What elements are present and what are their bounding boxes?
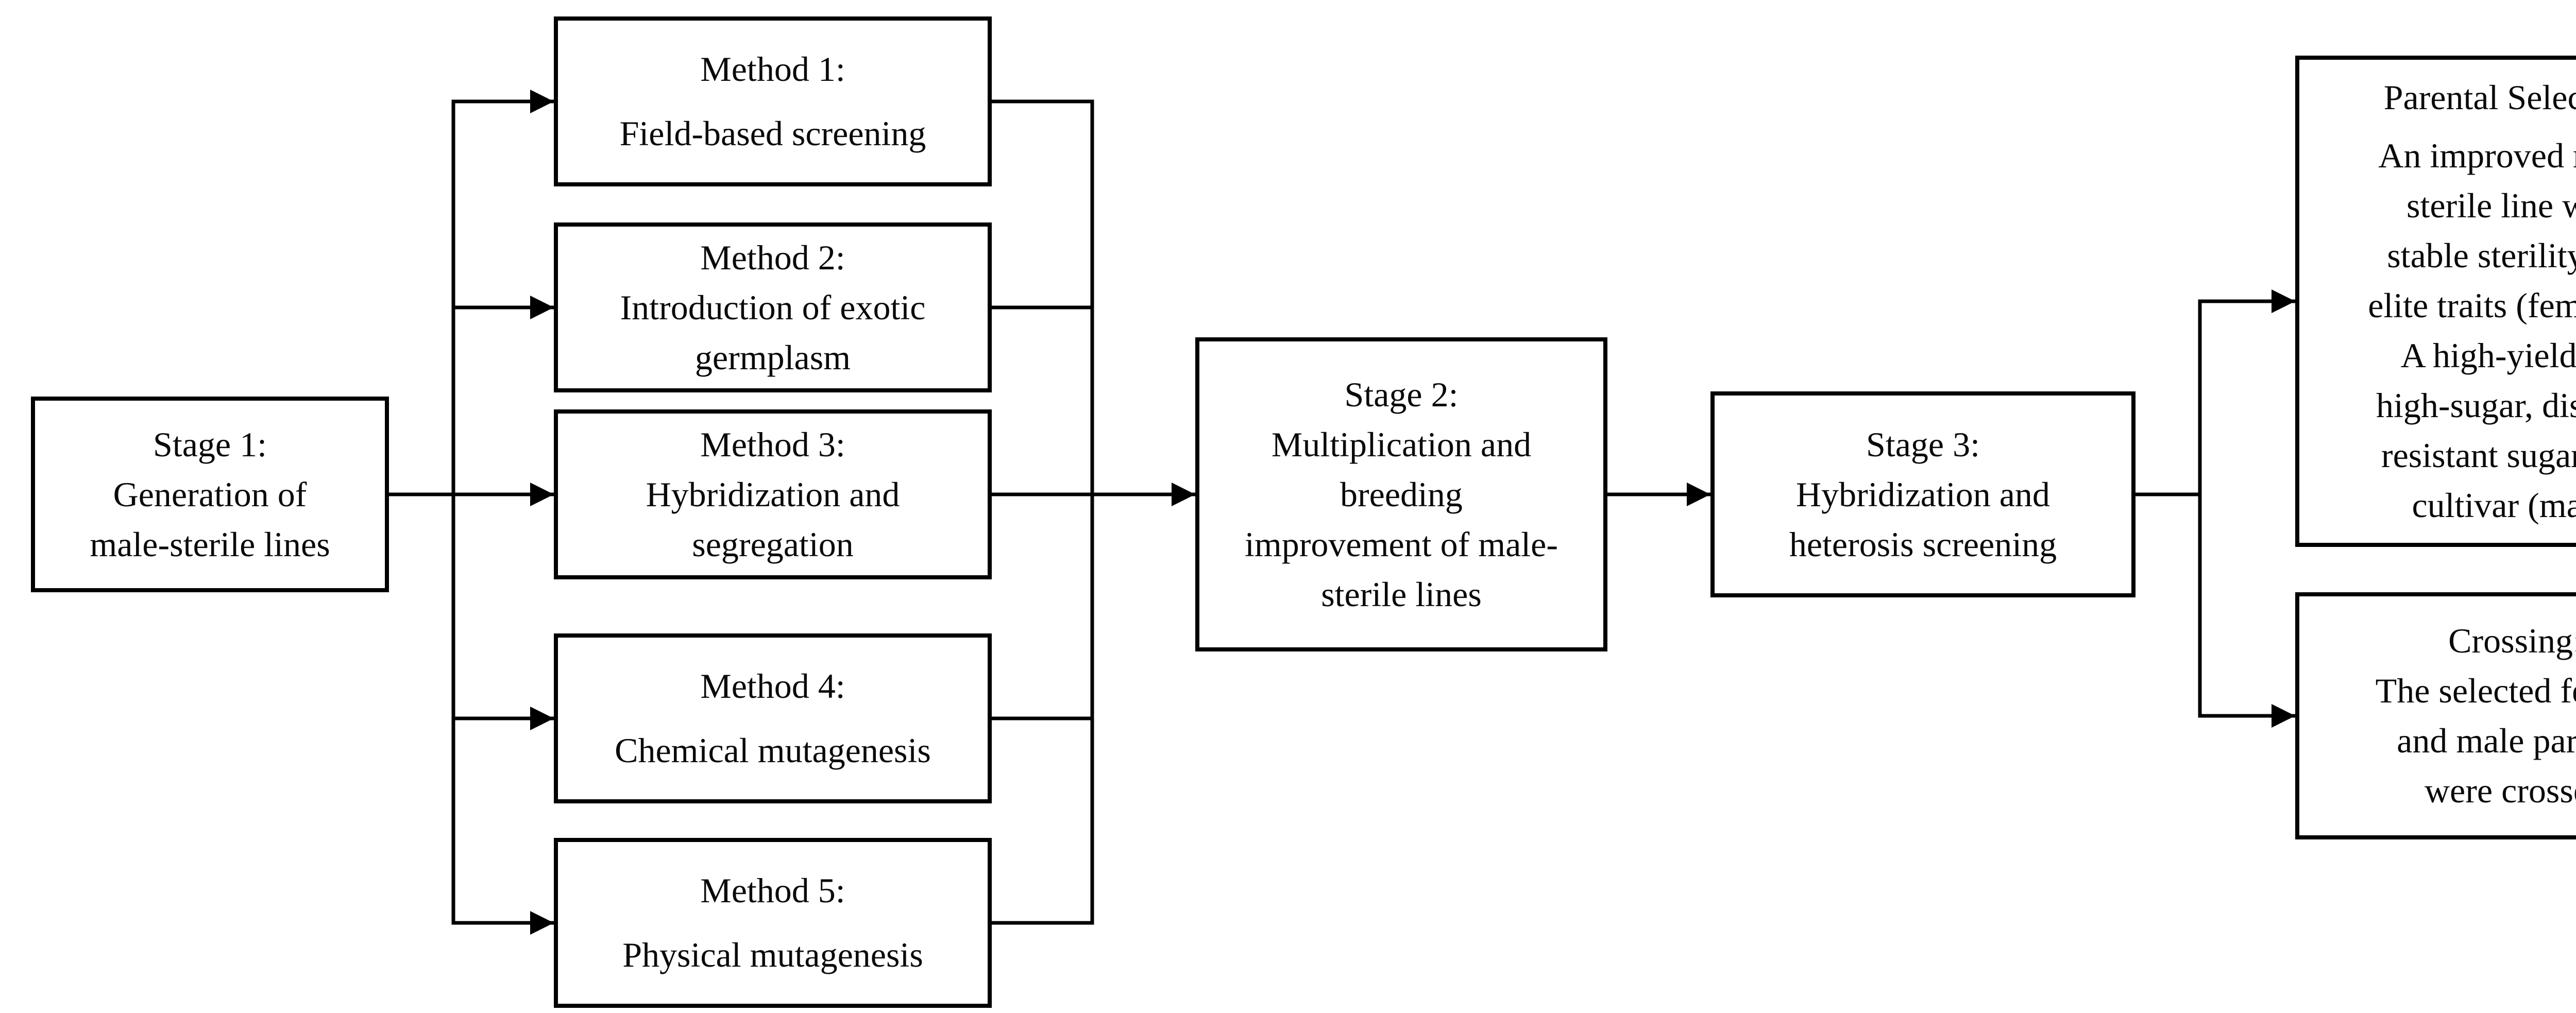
method-5-label: Method 5: Physical mutagenesis bbox=[622, 871, 923, 974]
method-1-box: Method 1: Field-based screening bbox=[554, 16, 992, 186]
stage2-label: Stage 2: Multiplication and breeding imp… bbox=[1244, 374, 1558, 614]
crossing-box: Crossing: The selected female and male p… bbox=[2295, 592, 2576, 839]
stage3-box: Stage 3: Hybridization and heterosis scr… bbox=[1710, 391, 2136, 597]
parental-selection-body: An improved male- sterile line with stab… bbox=[2368, 135, 2576, 525]
method-1-label: Method 1: Field-based screening bbox=[619, 49, 926, 153]
method-4-label: Method 4: Chemical mutagenesis bbox=[615, 666, 931, 770]
stage3-label: Stage 3: Hybridization and heterosis scr… bbox=[1789, 424, 2057, 564]
parental-selection-heading: Parental Selection: bbox=[2383, 77, 2576, 117]
method-4-box: Method 4: Chemical mutagenesis bbox=[554, 633, 992, 803]
parental-selection-box: Parental Selection: An improved male- st… bbox=[2295, 56, 2576, 547]
method-2-box: Method 2: Introduction of exotic germpla… bbox=[554, 222, 992, 392]
method-5-box: Method 5: Physical mutagenesis bbox=[554, 838, 992, 1008]
crossing-label: Crossing: The selected female and male p… bbox=[2375, 621, 2576, 810]
method-3-box: Method 3: Hybridization and segregation bbox=[554, 409, 992, 579]
method-2-label: Method 2: Introduction of exotic germpla… bbox=[620, 237, 926, 377]
stage2-box: Stage 2: Multiplication and breeding imp… bbox=[1195, 337, 1607, 651]
stage1-box: Stage 1: Generation of male-sterile line… bbox=[31, 397, 389, 592]
method-3-label: Method 3: Hybridization and segregation bbox=[646, 424, 900, 564]
stage1-label: Stage 1: Generation of male-sterile line… bbox=[90, 424, 330, 564]
